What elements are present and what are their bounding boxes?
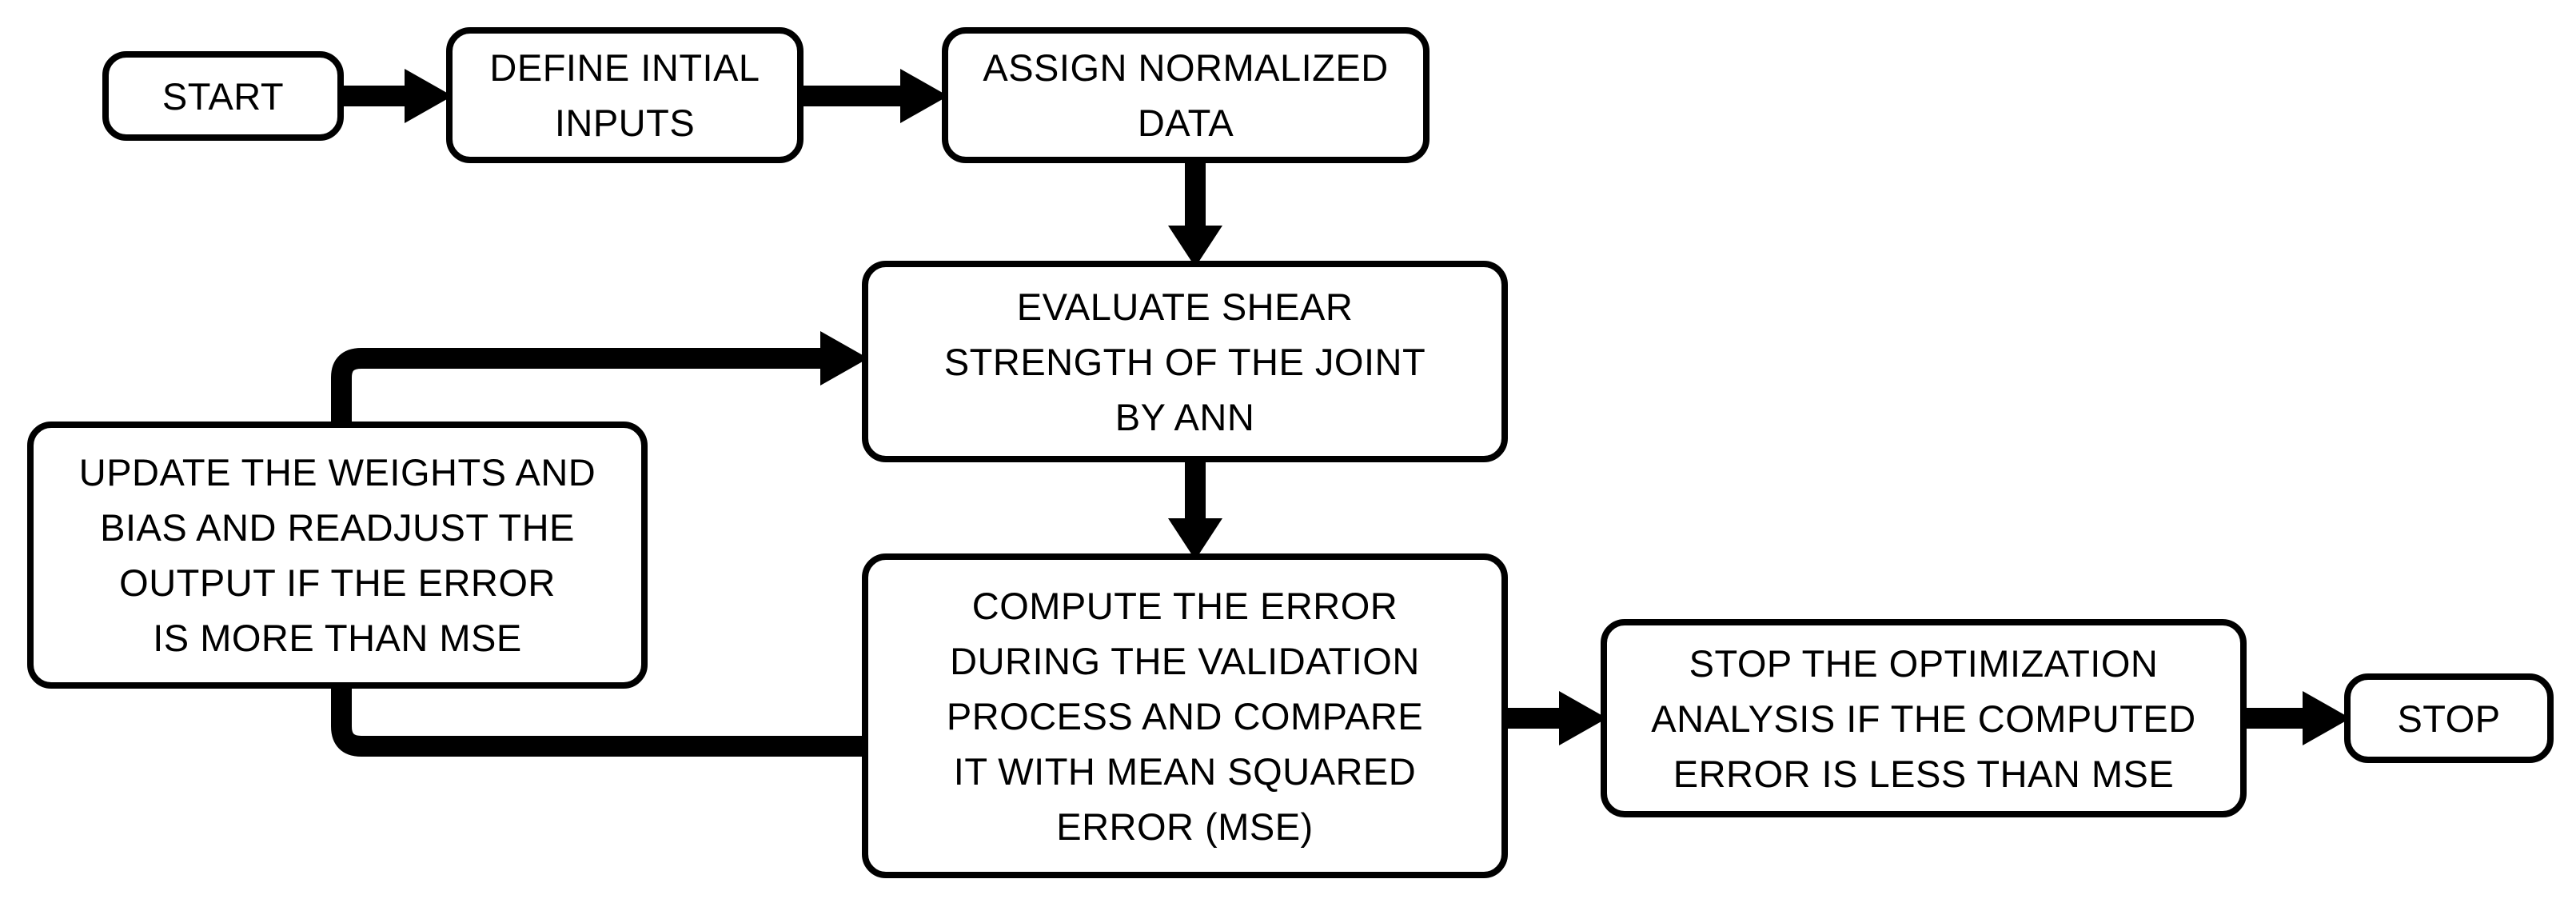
node-start: START	[102, 51, 344, 141]
node-stop: STOP	[2344, 673, 2554, 763]
node-assign-data-line-2: DATA	[1137, 102, 1234, 144]
node-update-weights-and-bias: UPDATE THE WEIGHTS AND BIAS AND READJUST…	[27, 422, 648, 689]
node-compute-line-1: COMPUTE THE ERROR	[971, 584, 1398, 627]
edge-update-to-evaluate	[331, 331, 868, 424]
node-compute-line-4: IT WITH MEAN SQUARED	[953, 749, 1417, 793]
edge-stop-optimization-to-stop	[2245, 691, 2351, 745]
node-assign-normalized-data: ASSIGN NORMALIZED DATA	[942, 27, 1430, 163]
node-stop-optimization-analysis: STOP THE OPTIMIZATION ANALYSIS IF THE CO…	[1601, 619, 2247, 817]
node-update-line-4: IS MORE THAN MSE	[153, 617, 522, 659]
node-stop-opt-line-2: ANALYSIS IF THE COMPUTED	[1651, 697, 2196, 740]
node-stop-line-1: STOP	[2397, 697, 2501, 740]
node-define-inputs-line-1: DEFINE INTIAL	[489, 46, 760, 89]
node-assign-data-line-1: ASSIGN NORMALIZED	[983, 46, 1389, 89]
node-stop-opt-line-1: STOP THE OPTIMIZATION	[1689, 641, 2159, 685]
node-compute-line-2: DURING THE VALIDATION	[950, 639, 1420, 682]
node-compute-line-3: PROCESS AND COMPARE	[946, 694, 1424, 737]
node-define-inputs-line-2: INPUTS	[554, 102, 696, 144]
node-evaluate-line-1: EVALUATE SHEAR	[1016, 285, 1354, 328]
node-stop-opt-line-3: ERROR IS LESS THAN MSE	[1673, 752, 2175, 795]
node-evaluate-shear-strength: EVALUATE SHEAR STRENGTH OF THE JOINT BY …	[862, 261, 1508, 462]
node-update-line-3: OUTPUT IF THE ERROR	[119, 561, 556, 604]
edge-compute-to-update	[331, 686, 870, 757]
edge-define-inputs-to-assign-data	[802, 69, 948, 123]
edge-compute-to-stop-optimization	[1503, 691, 1607, 745]
edge-assign-data-to-evaluate	[1168, 160, 1222, 267]
node-start-line-1: START	[161, 74, 285, 118]
edge-start-to-define-inputs	[342, 69, 453, 123]
node-update-line-2: BIAS AND READJUST THE	[100, 506, 575, 549]
node-compute-line-5: ERROR (MSE)	[1056, 805, 1314, 848]
edge-evaluate-to-compute	[1168, 460, 1222, 560]
node-evaluate-line-2: STRENGTH OF THE JOINT	[943, 340, 1426, 383]
node-define-initial-inputs: DEFINE INTIAL INPUTS	[446, 27, 804, 163]
node-compute-error: COMPUTE THE ERROR DURING THE VALIDATION …	[862, 553, 1508, 878]
node-update-line-1: UPDATE THE WEIGHTS AND	[78, 451, 596, 493]
node-evaluate-line-3: BY ANN	[1115, 395, 1255, 438]
